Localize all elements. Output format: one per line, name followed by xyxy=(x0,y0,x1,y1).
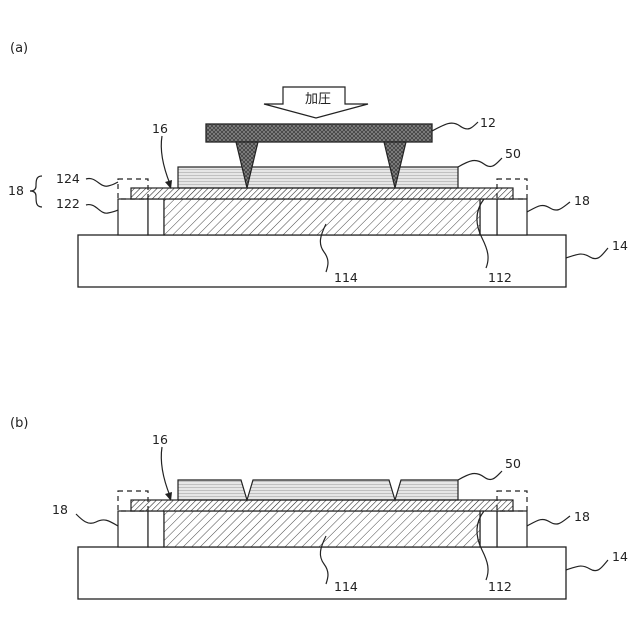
panel-a: (a) 加圧 12 16 xyxy=(8,41,628,287)
plate xyxy=(131,188,513,199)
right-support xyxy=(497,199,527,235)
ref-112: 112 xyxy=(488,270,512,285)
ref-50: 50 xyxy=(505,456,521,471)
frame-left xyxy=(148,511,164,547)
left-support xyxy=(118,199,148,235)
ref-50: 50 xyxy=(505,146,521,161)
ref-114: 114 xyxy=(334,579,358,594)
ref-18-right: 18 xyxy=(574,193,590,208)
core-block xyxy=(164,199,480,235)
press-arrow: 加圧 xyxy=(264,87,368,118)
ref-124: 124 xyxy=(56,171,80,186)
ref-16: 16 xyxy=(152,432,168,447)
ref-122: 122 xyxy=(56,196,80,211)
ref-18-group: 18 xyxy=(8,183,24,198)
frame-right xyxy=(480,511,497,547)
ref-112: 112 xyxy=(488,579,512,594)
core-block xyxy=(164,511,480,547)
ref-16: 16 xyxy=(152,121,168,136)
panel-a-label: (a) xyxy=(10,41,28,56)
ref-18-right: 18 xyxy=(574,509,590,524)
plate xyxy=(131,500,513,511)
press-arrow-label: 加圧 xyxy=(305,92,331,107)
ref-12: 12 xyxy=(480,115,496,130)
layer-50-grooved xyxy=(178,480,458,500)
panel-b-label: (b) xyxy=(10,416,28,431)
ref-14: 14 xyxy=(612,549,628,564)
ref-114: 114 xyxy=(334,270,358,285)
panel-b: (b) 16 50 18 18 14 114 112 xyxy=(10,416,628,599)
layer-50 xyxy=(178,167,458,188)
ref-14: 14 xyxy=(612,238,628,253)
left-support xyxy=(118,511,148,547)
right-support xyxy=(497,511,527,547)
frame-right xyxy=(480,199,497,235)
ref-18-left: 18 xyxy=(52,502,68,517)
frame-left xyxy=(148,199,164,235)
